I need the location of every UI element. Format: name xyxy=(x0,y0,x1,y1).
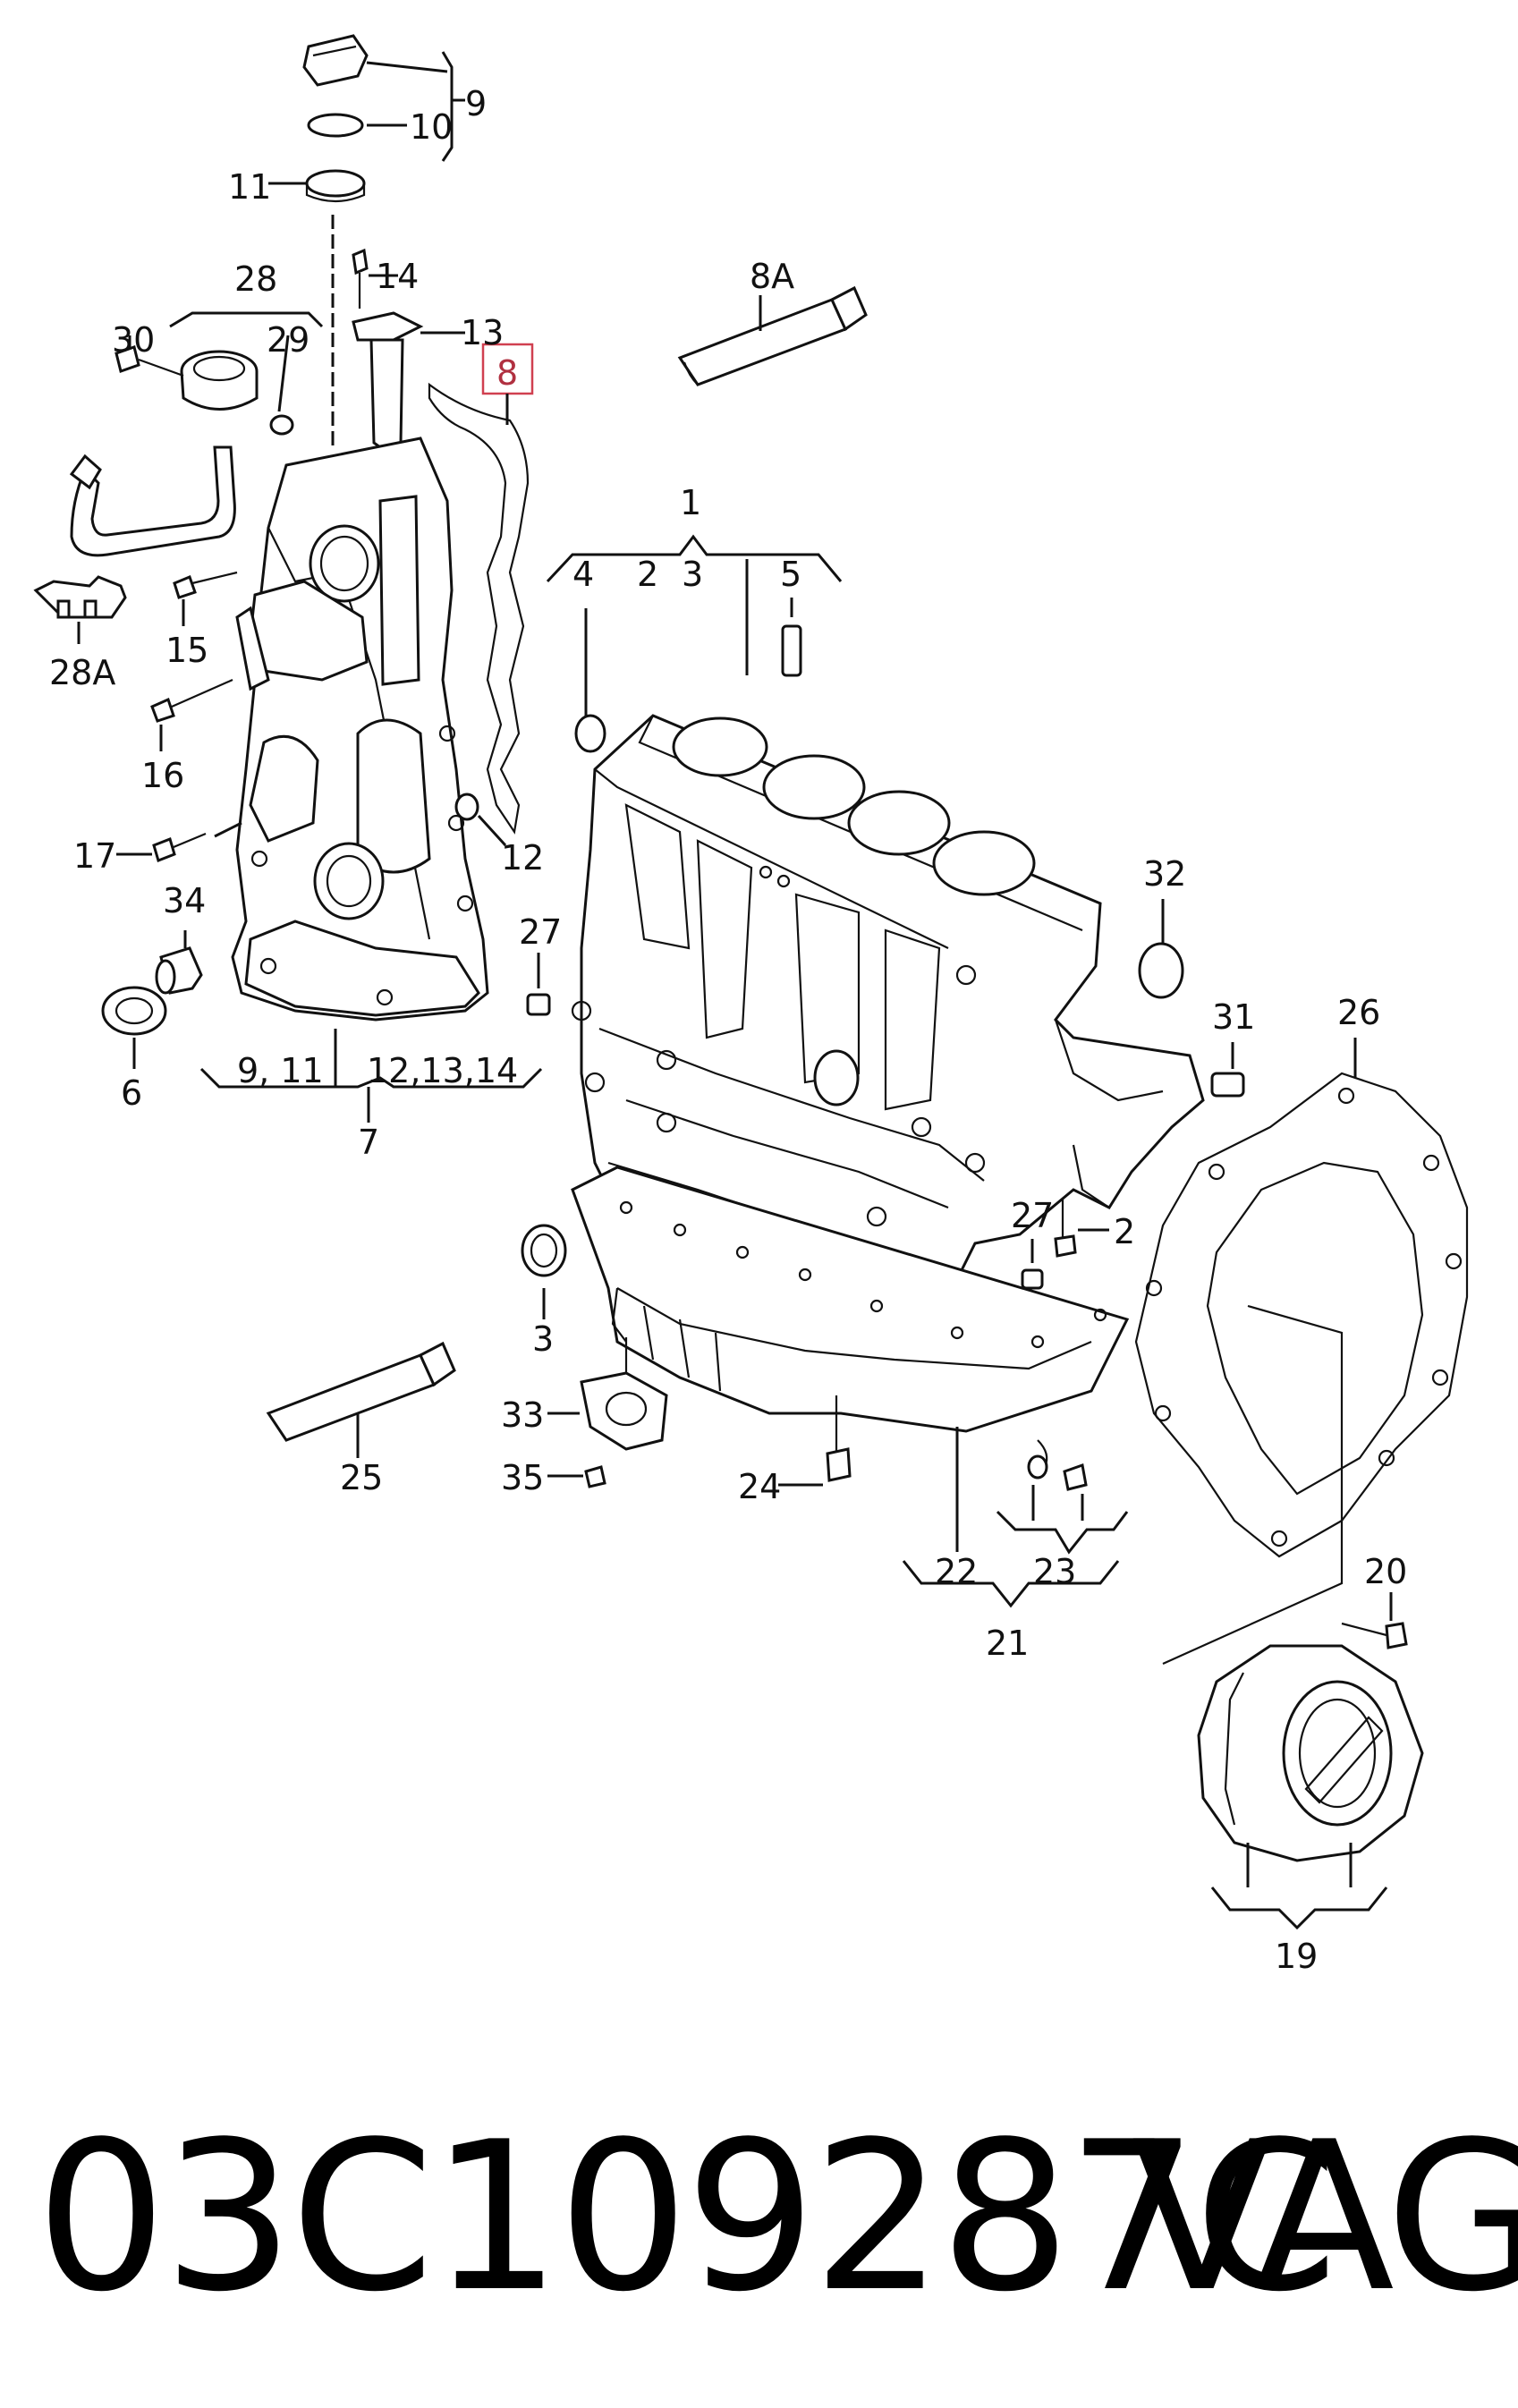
label-10: 10 xyxy=(410,107,453,147)
footer: 03C109287C VAG xyxy=(0,2084,1518,2353)
label-5: 5 xyxy=(780,555,801,594)
seal-6 xyxy=(101,986,167,1036)
bolt-15 xyxy=(173,571,238,599)
label-12-13-14: 12,13,14 xyxy=(367,1051,518,1090)
gasket-26 xyxy=(1134,1072,1469,1558)
label-2b: 2 xyxy=(1114,1212,1135,1251)
label-6: 6 xyxy=(121,1073,142,1113)
label-17: 17 xyxy=(73,836,116,876)
label-26: 26 xyxy=(1337,993,1380,1032)
label-28: 28 xyxy=(234,259,277,299)
bush-34 xyxy=(155,946,203,995)
label-27: 27 xyxy=(519,912,562,952)
label-30: 30 xyxy=(112,320,155,360)
brand-name: VAG xyxy=(1132,2099,1518,2337)
engine-block-1 xyxy=(571,714,1205,1326)
label-15: 15 xyxy=(165,631,208,670)
dowel-31 xyxy=(1210,1072,1245,1098)
label-11: 11 xyxy=(228,167,271,207)
bolt-2 xyxy=(1054,1199,1077,1258)
sealant-tube-8a xyxy=(677,285,868,386)
label-33: 33 xyxy=(501,1395,544,1435)
drain-bolt-24 xyxy=(826,1395,852,1482)
sealant-tube-25 xyxy=(266,1341,456,1442)
label-13: 13 xyxy=(461,313,504,352)
dowel-27 xyxy=(526,993,551,1016)
gasket-8 xyxy=(428,382,530,835)
label-25: 25 xyxy=(340,1458,383,1497)
label-3: 3 xyxy=(682,555,703,594)
timing-cover-7 xyxy=(231,437,489,1022)
label-29: 29 xyxy=(267,320,310,360)
label-8-highlight: 8 xyxy=(496,353,518,393)
label-35: 35 xyxy=(501,1458,544,1497)
label-14: 14 xyxy=(376,257,419,296)
breather-housing-28 xyxy=(180,350,259,411)
dowel-5 xyxy=(781,624,802,677)
label-27b: 27 xyxy=(1011,1196,1054,1235)
label-21: 21 xyxy=(986,1624,1029,1663)
label-22: 22 xyxy=(935,1552,978,1591)
label-24: 24 xyxy=(738,1467,781,1506)
oil-pan-22 xyxy=(571,1166,1130,1433)
label-16: 16 xyxy=(141,756,184,795)
bolt-30 xyxy=(114,345,184,377)
label-28a: 28A xyxy=(49,653,115,692)
bracket-28a xyxy=(33,575,127,619)
label-19: 19 xyxy=(1275,1937,1318,1976)
label-9: 9 xyxy=(465,84,487,123)
label-34: 34 xyxy=(163,881,206,920)
plug-4 xyxy=(574,714,606,753)
label-9-11: 9, 11 xyxy=(237,1051,324,1090)
label-1: 1 xyxy=(680,483,701,522)
label-7: 7 xyxy=(358,1123,379,1162)
bolt-17 xyxy=(152,832,207,862)
oil-level-sensor-33 xyxy=(580,1337,668,1451)
label-20: 20 xyxy=(1364,1552,1407,1591)
exploded-parts-diagram: 9 10 11 28 14 8A 30 29 13 8 1 4 2 3 5 28… xyxy=(33,34,1469,1976)
bolt-14 xyxy=(352,248,369,309)
rear-seal-flange-19 xyxy=(1197,1644,1424,1862)
label-2: 2 xyxy=(637,555,658,594)
label-12: 12 xyxy=(501,838,544,878)
seal-3 xyxy=(521,1224,567,1277)
bolt-16 xyxy=(150,678,233,723)
label-4: 4 xyxy=(572,555,594,594)
label-3b: 3 xyxy=(532,1319,554,1359)
label-31: 31 xyxy=(1212,997,1255,1037)
o-ring-29 xyxy=(269,414,294,436)
part-number: 03C109287C xyxy=(36,2099,1338,2337)
label-8a: 8A xyxy=(750,257,794,296)
cap-32 xyxy=(1138,942,1184,999)
label-23: 23 xyxy=(1033,1552,1076,1591)
bolt-20 xyxy=(1341,1622,1408,1649)
oil-filler-neck-13 xyxy=(352,311,424,449)
oil-filler-cap xyxy=(302,34,369,203)
label-32: 32 xyxy=(1143,854,1186,894)
